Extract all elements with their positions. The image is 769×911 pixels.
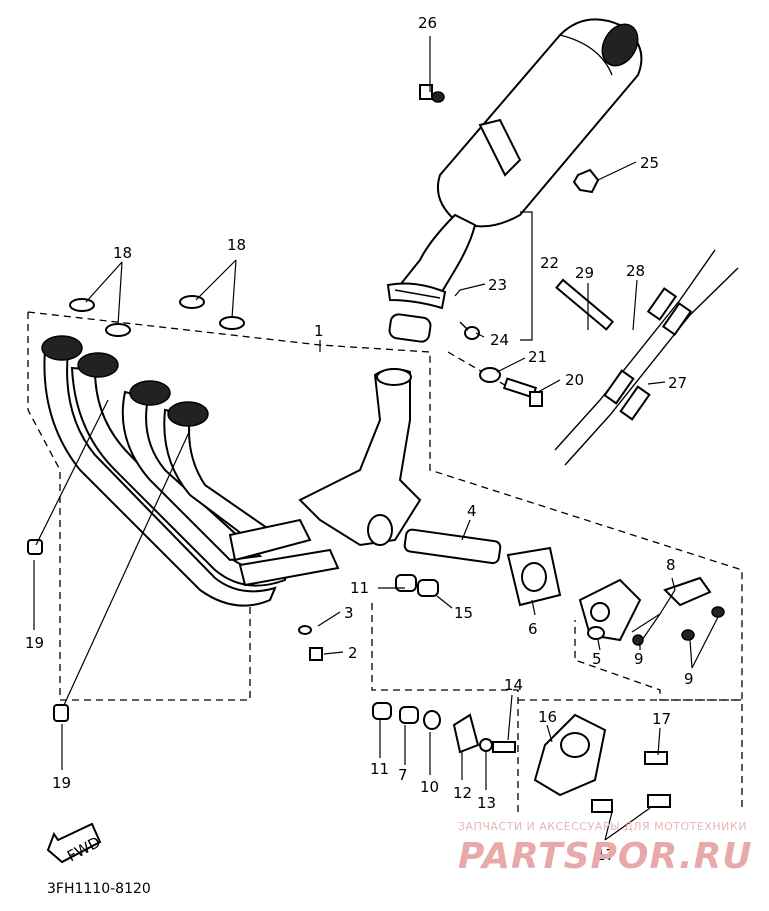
washer-21: [479, 367, 501, 383]
callout-9-left: 9: [634, 650, 644, 668]
bracket-parts: [578, 576, 725, 646]
muffler: [386, 18, 643, 343]
bolt-20: [502, 377, 543, 407]
watermark: ЗАПЧАСТИ И АКСЕССУАРЫ ДЛЯ МОТОТЕХНИКИ PA…: [458, 820, 753, 877]
nut-25: [572, 168, 600, 194]
callout-4: 4: [467, 502, 477, 520]
cables-27-28: [554, 249, 739, 466]
callout-27: 27: [668, 374, 687, 392]
callout-25: 25: [640, 154, 659, 172]
diagram-code: 3FH1110-8120: [47, 881, 151, 897]
callout-11-upper: 11: [350, 579, 369, 597]
callout-18-left: 18: [113, 244, 132, 262]
leader-lines: [33, 36, 719, 841]
bracket-assembly-outline: [371, 603, 519, 815]
bolts-17: [591, 751, 671, 813]
callout-26: 26: [418, 14, 437, 32]
callout-10: 10: [420, 778, 439, 796]
bolt-26: [419, 84, 445, 103]
bushings-11-15: [395, 574, 439, 597]
callout-7: 7: [398, 766, 408, 784]
callout-3: 3: [344, 604, 354, 622]
cover-16: [533, 713, 607, 797]
callout-6: 6: [528, 620, 538, 638]
cover-assembly-outline: [518, 699, 743, 812]
assembly-outlines: [27, 311, 743, 815]
gaskets-18: [69, 295, 245, 337]
callout-19-lower: 19: [52, 774, 71, 792]
callout-22: 22: [540, 254, 559, 272]
callout-23: 23: [488, 276, 507, 294]
callout-8: 8: [666, 556, 676, 574]
callout-5: 5: [592, 650, 602, 668]
callout-14: 14: [504, 676, 523, 694]
callout-15: 15: [454, 604, 473, 622]
callout-19-upper: 19: [25, 634, 44, 652]
header-flanges: [41, 335, 209, 427]
callout-20: 20: [565, 371, 584, 389]
callout-13: 13: [477, 794, 496, 812]
bolts-misc: [27, 539, 323, 722]
callout-17-upper: 17: [652, 710, 671, 728]
callout-16: 16: [538, 708, 557, 726]
callout-18-right: 18: [227, 236, 246, 254]
watermark-logo: PARTSPOR.RU: [458, 836, 753, 877]
callout-24: 24: [490, 331, 509, 349]
bolt-29: [555, 278, 615, 331]
callout-29: 29: [575, 264, 594, 282]
callout-labels: 26 25 22 23 24 21 20 29 28 27 18 18 1 4 …: [25, 14, 694, 864]
callout-21: 21: [528, 348, 547, 366]
callout-17-lower: 17: [596, 846, 615, 864]
header-assembly-outline: [27, 311, 743, 701]
callout-9-right: 9: [684, 670, 694, 688]
exhaust-header-pipes: [41, 335, 422, 607]
gasket-6: [506, 546, 562, 607]
callout-1: 1: [314, 322, 324, 340]
bolt-24: [459, 321, 480, 340]
callout-12: 12: [453, 784, 472, 802]
callout-28: 28: [626, 262, 645, 280]
pipe-4: [403, 528, 502, 565]
callout-2: 2: [348, 644, 358, 662]
watermark-caption: ЗАПЧАСТИ И АКСЕССУАРЫ ДЛЯ МОТОТЕХНИКИ: [458, 820, 747, 833]
bracket-small-parts: [372, 702, 516, 754]
forward-direction-arrow: FWD: [46, 822, 103, 865]
callout-11-lower: 11: [370, 760, 389, 778]
